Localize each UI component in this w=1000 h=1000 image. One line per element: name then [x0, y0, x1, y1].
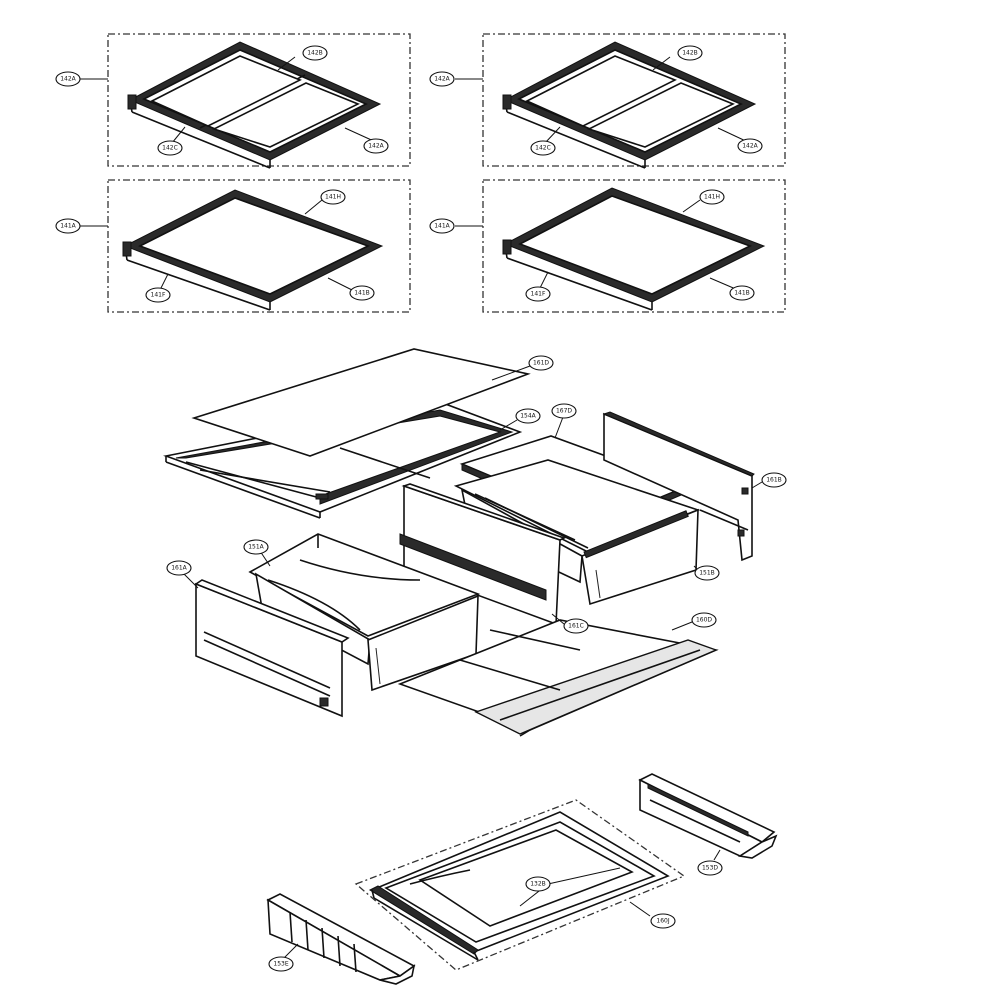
- shelf-b-drawing: [502, 41, 757, 169]
- callout-label: 132B: [530, 881, 546, 888]
- shelf-group-d: 141A 141H 141F 141B: [429, 179, 786, 313]
- callout-bin-assembly: 160J: [650, 913, 676, 929]
- callout-label: 142A: [368, 143, 384, 150]
- callout-label: 141H: [325, 194, 341, 201]
- callout-shelf-b-side: 142A: [737, 138, 763, 154]
- callout-shelf-d-front: 141F: [525, 286, 551, 302]
- shelf-group-a: 142A 142B 142C 142A: [55, 33, 411, 169]
- shelf-a-drawing: [127, 41, 382, 169]
- callout-shelf-d-glass: 141H: [699, 189, 725, 205]
- callout-shelf-a-frame: 142A: [55, 71, 81, 87]
- callout-shelf-b-frame: 142A: [429, 71, 455, 87]
- bin-right-bracket-drawing: [638, 773, 778, 859]
- callout-label: 161A: [171, 565, 187, 572]
- callout-label: 142A: [742, 143, 758, 150]
- callout-label: 153E: [273, 961, 288, 968]
- shelf-c-drawing: [122, 189, 384, 311]
- callout-partition: 161C: [563, 618, 589, 634]
- callout-label: 142C: [162, 145, 178, 152]
- shelf-group-b: 142A 142B 142C 142A: [429, 33, 786, 169]
- callout-label: 141B: [354, 290, 370, 297]
- callout-label: 160D: [696, 617, 712, 624]
- callout-shelf-d-frame: 141A: [429, 218, 455, 234]
- callout-small-drawer-body: 151B: [694, 565, 720, 581]
- callout-label: 160J: [656, 918, 669, 925]
- callout-shelf-c-frame: 141A: [55, 218, 81, 234]
- callout-shelf-c-front: 141F: [145, 287, 171, 303]
- callout-label: 141F: [151, 292, 166, 299]
- callout-label: 161B: [766, 477, 782, 484]
- shelf-c-dashed-box: [107, 179, 411, 313]
- base-plate-drawing: [397, 619, 719, 737]
- small-drawer-side-drawing: [602, 411, 755, 562]
- bin-tray-drawing: [368, 811, 670, 961]
- callout-small-drawer-lid: 167D: [551, 403, 577, 419]
- shelf-d-drawing: [502, 187, 766, 311]
- callout-label: 142B: [307, 50, 323, 57]
- callout-shelf-a-side: 142A: [363, 138, 389, 154]
- shelf-b-dashed-box: [482, 33, 786, 167]
- shelf-d-dashed-box: [482, 179, 786, 313]
- callout-label: 142C: [535, 145, 551, 152]
- callout-label: 141A: [60, 223, 76, 230]
- callout-label: 142A: [60, 76, 76, 83]
- callout-label: 154A: [520, 413, 536, 420]
- callout-label: 141H: [704, 194, 720, 201]
- callout-label: 151B: [699, 570, 715, 577]
- callout-shelf-c-glass: 141H: [320, 189, 346, 205]
- bin-assembly: 132B 160J 153D 153E: [266, 773, 778, 985]
- callout-base-plate: 160D: [691, 612, 717, 628]
- callout-large-drawer: 151A: [243, 539, 269, 555]
- callout-label: 161C: [568, 623, 584, 630]
- callout-shelf-b-front: 142C: [530, 140, 556, 156]
- callout-shelf-d-side: 141B: [729, 285, 755, 301]
- callout-shelf-c-side: 141B: [349, 285, 375, 301]
- bin-dashed-outline: [354, 799, 686, 971]
- front-panel-drawing: [194, 579, 350, 718]
- callout-label: 141F: [531, 291, 546, 298]
- callout-label: 151A: [248, 544, 264, 551]
- callout-shelf-b-glass: 142B: [677, 45, 703, 61]
- cover-glass-drawing: [191, 348, 531, 457]
- callout-label: 153D: [702, 865, 718, 872]
- callout-shelf-a-glass: 142B: [302, 45, 328, 61]
- callout-label: 142B: [682, 50, 698, 57]
- callout-label: 141B: [734, 290, 750, 297]
- bin-left-bracket-drawing: [266, 893, 416, 985]
- shelf-a-dashed-box: [107, 33, 411, 167]
- callout-cover-glass: 161D: [528, 355, 554, 371]
- drawer-assembly: 161D 154A 167D 161B 151B 151A 161A 161C: [163, 348, 787, 737]
- callout-bin-left-bracket: 153E: [268, 956, 294, 972]
- callout-bin-right-bracket: 153D: [697, 860, 723, 876]
- callout-label: 161D: [533, 360, 549, 367]
- callout-front-panel: 161A: [166, 560, 192, 576]
- shelf-group-c: 141A 141H 141F 141B: [55, 179, 411, 313]
- callout-bin-tray: 132B: [525, 876, 551, 892]
- callout-label: 142A: [434, 76, 450, 83]
- callout-small-drawer-side: 161B: [761, 472, 787, 488]
- callout-shelf-a-front: 142C: [157, 140, 183, 156]
- callout-label: 167D: [556, 408, 572, 415]
- callout-label: 141A: [434, 223, 450, 230]
- callout-cover-frame: 154A: [515, 408, 541, 424]
